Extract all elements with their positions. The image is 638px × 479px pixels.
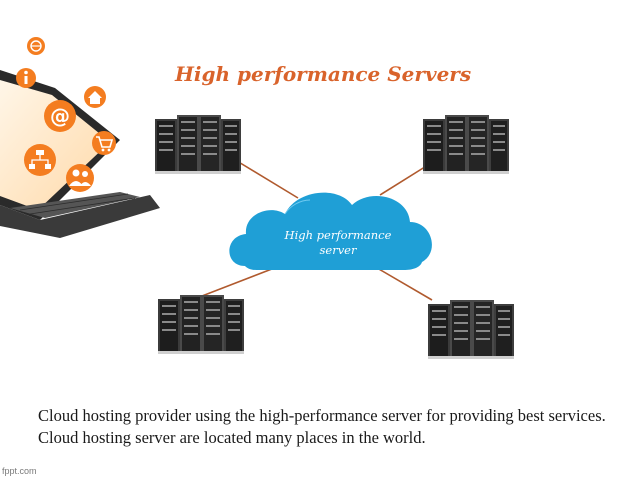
slide-description: Cloud hosting provider using the high-pe… xyxy=(38,406,606,447)
cloud-label: High performance server xyxy=(250,228,426,258)
info-icon xyxy=(16,68,36,88)
connector-bottom-right xyxy=(371,264,433,301)
home-icon xyxy=(84,86,106,108)
sitemap-icon xyxy=(24,144,56,176)
footer-brand: fppt.com xyxy=(2,466,37,476)
cloud-label-line2: server xyxy=(319,243,357,257)
cloud-label-line1: High performance xyxy=(284,228,392,242)
connector-top-left xyxy=(231,157,299,199)
server-rack-bottom-left xyxy=(158,295,244,354)
slide-title: High performance Servers xyxy=(175,62,472,86)
server-rack-top-right xyxy=(423,115,509,174)
connector-top-right xyxy=(379,164,429,196)
server-rack-top-left xyxy=(155,115,241,174)
server-rack-bottom-right xyxy=(428,300,514,359)
email-at-icon: @ xyxy=(44,100,76,132)
svg-text:@: @ xyxy=(50,104,70,128)
shopping-cart-icon xyxy=(92,131,116,155)
users-icon xyxy=(66,164,94,192)
cloud-shape xyxy=(229,192,432,270)
laptop-illustration: @ xyxy=(0,37,160,238)
globe-icon xyxy=(27,37,45,55)
